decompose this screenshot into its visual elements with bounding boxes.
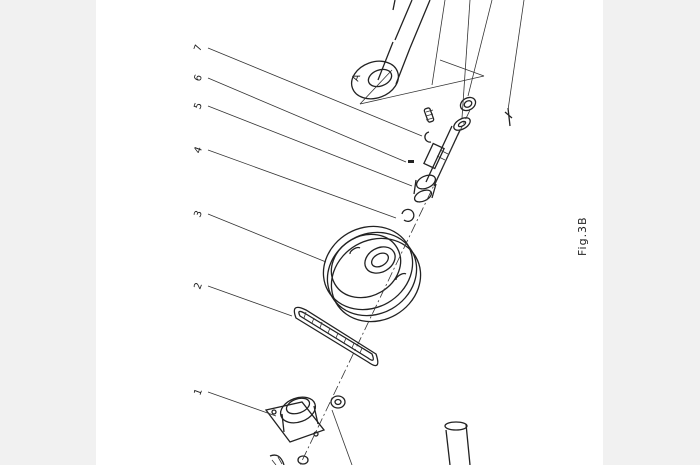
part-1-housing: 1: [192, 387, 471, 465]
part-4-circlip: 4: [192, 145, 415, 223]
part-number-3: 3: [192, 209, 205, 219]
figure-label: Fig.3B: [576, 216, 589, 256]
part-3-pulley: 3: [192, 209, 422, 323]
part-6-pin: 6: [192, 73, 414, 163]
part-number-2: 2: [192, 281, 205, 291]
assembly-centerline: [299, 109, 471, 465]
part-number-5: 5: [192, 101, 205, 111]
part-2-chain: 2: [192, 281, 379, 367]
section-mark-label: A: [350, 73, 363, 83]
part-number-4: 4: [192, 145, 205, 155]
upper-shaft: A: [350, 0, 485, 105]
small-hardware-top: [423, 0, 525, 131]
part-number-7: 7: [192, 43, 205, 53]
part-number-1: 1: [192, 387, 205, 397]
part-7-clip: 7: [192, 43, 432, 143]
part-number-6: 6: [192, 73, 205, 83]
part-5-shaft: 5: [192, 101, 461, 203]
